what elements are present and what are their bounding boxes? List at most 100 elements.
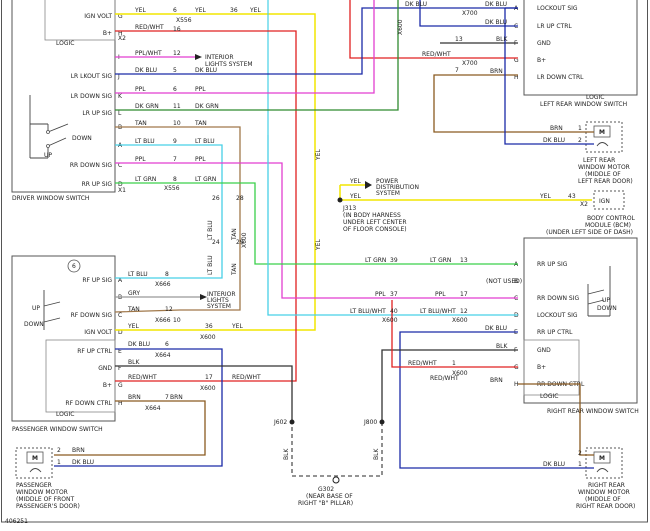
wire-label: YEL <box>349 193 361 200</box>
wire-label: BRN <box>550 125 563 132</box>
connector-id: X600 <box>382 317 398 324</box>
wire-ltbluwht-rr-lockout <box>267 135 518 316</box>
pin-number: 6 <box>173 7 177 14</box>
connector-id: X600 <box>200 334 216 341</box>
wire-label: DK GRN <box>135 103 159 110</box>
wire-label: DK BLU <box>543 461 565 468</box>
wire-label: BLK <box>283 448 290 460</box>
wire-label: LT BLU <box>207 255 214 275</box>
driver-term: L <box>118 110 122 117</box>
wire-redwht-rr-bplus <box>391 300 518 368</box>
interior-lights-label: INTERIOR <box>205 54 234 61</box>
lr-pin-label: B+ <box>537 57 546 64</box>
wire-ltblu-driver <box>115 144 223 279</box>
wire-dkblu-lr-motor <box>505 7 594 145</box>
lr-motor-m: M <box>599 129 605 136</box>
passenger-pin-label: RF UP SIG <box>82 277 112 284</box>
pin-number: 10 <box>173 317 181 324</box>
lr-motor-label: (MIDDLE OF <box>585 171 621 178</box>
rr-logic-label: LOGIC <box>540 393 558 400</box>
wire-yel-j313-pass <box>115 250 316 331</box>
passenger-logic-box <box>45 339 116 413</box>
splice-j313 <box>337 197 343 203</box>
passenger-fuse-symbol <box>67 259 81 273</box>
wire-label: YEL <box>127 323 139 330</box>
driver-switch-contact <box>46 130 50 134</box>
lr-pin-label: LR DOWN CTRL <box>537 74 584 81</box>
rr-term: B <box>514 278 518 285</box>
interior-lights-label-2: SYSTEM <box>207 303 231 310</box>
lr-logic-label: LOGIC <box>586 94 604 101</box>
figure-id: 406251 <box>5 518 28 525</box>
passenger-term: E <box>118 348 122 355</box>
j313-label: J313 <box>342 205 356 212</box>
wire-label: RED/WHT <box>408 360 437 367</box>
wire-label: BRN <box>490 68 503 75</box>
pass-motor-box <box>15 447 53 479</box>
pass-motor-symbol <box>26 451 44 464</box>
lr-term: G <box>514 57 519 64</box>
passenger-term: G <box>118 382 123 389</box>
pin-number: 9 <box>173 138 177 145</box>
connector-id: X700 <box>462 60 478 67</box>
j313-label: OF FLOOR CONSOLE) <box>343 226 407 233</box>
wire-label: RED/WHT <box>128 374 157 381</box>
wire-brn-lr-motor <box>433 74 594 133</box>
lr-motor-label: WINDOW MOTOR <box>578 164 630 171</box>
lr-pin-label: LOCKOUT SIG <box>537 5 578 12</box>
pin-number: 12 <box>460 308 468 315</box>
pin-number: 11 <box>173 103 181 110</box>
wire-brn-pass <box>54 400 206 456</box>
driver-term: K <box>118 93 123 100</box>
lr-term: H <box>514 74 519 81</box>
driver-pin-label: LR UP SIG <box>82 110 112 117</box>
pin-number: 36 <box>230 7 238 14</box>
wire-label: TAN <box>134 120 147 127</box>
wire-label: TAN <box>127 306 140 313</box>
driver-pin-label: RR UP SIG <box>82 181 113 188</box>
wire-redwht-driver-bplus <box>115 30 297 382</box>
rr-motor-label: WINDOW MOTOR <box>578 489 630 496</box>
passenger-internal-switch <box>43 290 61 330</box>
wire-labels: YEL YEL YEL DK BLU DK BLU DK BLU DK BLU … <box>72 1 565 468</box>
driver-term: G <box>118 13 123 20</box>
wire-label: DK GRN <box>195 103 219 110</box>
pin-number: 28 <box>236 195 244 202</box>
rr-pin-label: RR UP SIG <box>537 261 568 268</box>
driver-term: H <box>118 30 123 37</box>
pass-motor-winding <box>29 468 42 473</box>
driver-logic-label: LOGIC <box>56 40 74 47</box>
passenger-up-label: UP <box>32 305 40 312</box>
interior-lights-label-2: LIGHTS <box>207 297 229 304</box>
passenger-pin-label: RF UP CTRL <box>77 348 112 355</box>
splice-points <box>195 54 385 484</box>
pin-numbers: 6 36 12 5 6 11 10 9 7 8 16 8 12 36 6 17 … <box>57 7 582 468</box>
wire-yel-driver-ign <box>115 13 316 250</box>
wire-label: PPL <box>375 291 386 298</box>
bcm-connector: X2 <box>580 201 588 208</box>
wire-label: DK BLU <box>485 325 507 332</box>
pin-number: 24 <box>212 239 220 246</box>
wires-layer <box>54 0 594 477</box>
wire-label: BLK <box>496 343 508 350</box>
driver-switch-contact <box>46 144 50 148</box>
driver-window-switch: LOGIC DRIVER WINDOW SWITCH IGN VOLT B+ L… <box>11 0 126 202</box>
lr-motor-winding <box>596 142 609 147</box>
pin-number: 7 <box>455 67 459 74</box>
wire-blk-rr-gnd <box>381 349 518 420</box>
wire-label: DK BLU <box>485 1 507 8</box>
lr-motor-label: LEFT REAR DOOR) <box>578 178 633 185</box>
lr-pin-label: GND <box>537 40 551 47</box>
rr-motor-box <box>585 447 623 479</box>
wire-red-top-right <box>349 0 518 59</box>
interior-lights-label: LIGHTS SYSTEM <box>205 61 253 68</box>
wire-dkblu-lr-lockout <box>115 7 518 75</box>
rr-pin-label: LOCKOUT SIG <box>537 312 578 319</box>
pin-number: 7 <box>165 394 169 401</box>
pin-number: 6 <box>165 341 169 348</box>
body-control-module: IGN BODY CONTROL MODULE (BCM) (UNDER LEF… <box>546 190 636 236</box>
passenger-pin-label: B+ <box>103 382 112 389</box>
pin-number: 39 <box>390 257 398 264</box>
rr-term: H <box>514 381 519 388</box>
